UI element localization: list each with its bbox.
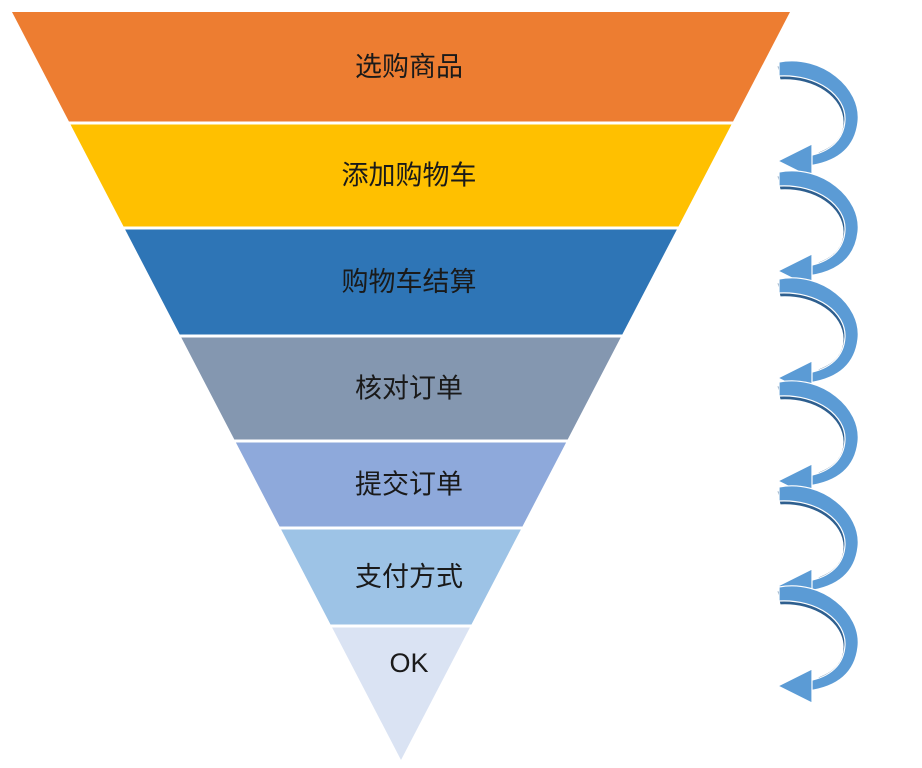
spiral-arrow-3	[776, 277, 859, 396]
spiral-arrow-4	[776, 380, 859, 499]
funnel-stage-5	[235, 442, 567, 527]
spiral-arrow-5-ribbon	[778, 485, 859, 592]
funnel-stage-7	[332, 627, 470, 760]
spiral-arrow-1-ribbon	[778, 60, 859, 167]
spiral-arrow-2	[776, 170, 859, 289]
spiral-arrow-6-ribbon	[778, 585, 859, 692]
funnel-stage-3-label: 购物车结算	[342, 267, 477, 298]
funnel-stage-6	[281, 529, 521, 625]
spiral-arrow-6-head	[776, 668, 813, 704]
funnel-stage-5-label: 提交订单	[355, 470, 463, 501]
funnel-stage-2	[70, 124, 732, 227]
spiral-arrow-6	[776, 585, 859, 704]
spiral-arrow-1	[776, 60, 859, 179]
spiral-arrows	[776, 60, 859, 704]
funnel-stage-2-label: 添加购物车	[342, 161, 477, 192]
spiral-arrow-4-ribbon	[778, 380, 859, 487]
spiral-arrow-1-head	[776, 143, 813, 179]
funnel-stage-1-label: 选购商品	[355, 52, 463, 83]
funnel-stage-4-label: 核对订单	[355, 374, 463, 405]
funnel-stage-3	[125, 229, 677, 335]
spiral-arrow-2-ribbon	[778, 170, 859, 277]
funnel-stage-6-label: 支付方式	[355, 562, 463, 593]
spiral-arrow-3-ribbon	[778, 277, 859, 384]
funnel-stage-7-label: OK	[389, 648, 428, 678]
funnel-stage-1	[12, 12, 790, 122]
funnel-stage-4	[181, 337, 621, 440]
